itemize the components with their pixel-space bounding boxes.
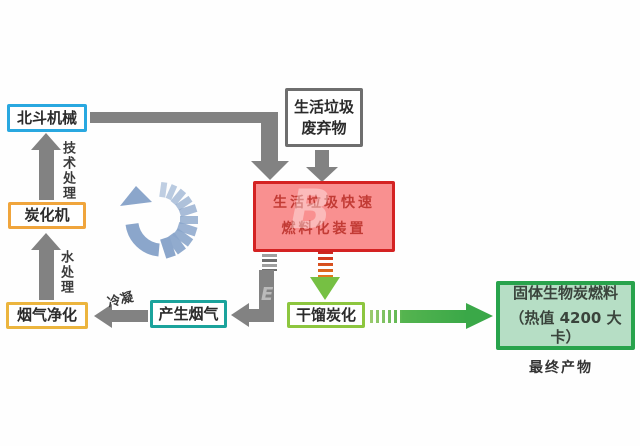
arrow-green-striped-segment bbox=[370, 310, 404, 323]
arrowhead-up-water bbox=[31, 233, 61, 250]
connector-device-to-gas-striped bbox=[262, 249, 277, 271]
connector-device-to-gas-horizontal bbox=[248, 309, 266, 322]
arrowhead-down-into-device-left bbox=[251, 161, 289, 180]
node-household-waste: 生活垃圾 废弃物 bbox=[285, 88, 363, 147]
node-dry-distillation-carbonization: 干馏炭化 bbox=[287, 302, 365, 328]
arrow-shaft-water bbox=[39, 249, 54, 300]
arrow-shaft-tech bbox=[39, 149, 54, 200]
node-produced-flue-gas-label: 产生烟气 bbox=[158, 304, 219, 323]
node-carbonizer-label: 炭化机 bbox=[24, 206, 70, 225]
connector-device-to-ganliu-striped bbox=[318, 251, 333, 278]
edge-label-water-processing: 水处理 bbox=[58, 250, 73, 295]
arrow-shaft-waste-to-device bbox=[315, 150, 329, 168]
node-flue-gas-purification: 烟气净化 bbox=[6, 302, 88, 329]
arrowhead-down-into-ganliu bbox=[310, 277, 340, 300]
node-dry-distillation-label: 干馏炭化 bbox=[295, 305, 356, 324]
node-fuelization-device: B 生活垃圾快速 燃料化装置 bbox=[253, 178, 395, 252]
node-fuelization-device-line2: 燃料化装置 bbox=[281, 221, 367, 237]
arrow-green-shaft bbox=[402, 310, 467, 323]
node-fuelization-device-line1: 生活垃圾快速 bbox=[273, 194, 375, 211]
edge-label-tech-processing: 技术处理 bbox=[60, 141, 75, 201]
final-product-caption: 最终产物 bbox=[529, 360, 593, 376]
arrow-shaft-condense bbox=[111, 310, 148, 322]
arrowhead-down-into-device-right bbox=[306, 167, 338, 182]
node-produced-flue-gas: 产生烟气 bbox=[150, 300, 227, 328]
node-flue-gas-purification-label: 烟气净化 bbox=[16, 306, 77, 325]
node-solid-biochar-line1: 固体生物炭燃料 bbox=[512, 284, 618, 303]
connector-beidou-to-device-horizontal bbox=[90, 112, 278, 123]
node-solid-biochar-line2: （热值 4200 大卡） bbox=[509, 309, 622, 346]
edge-label-condense: 冷凝 bbox=[106, 290, 135, 311]
node-carbonizer: 炭化机 bbox=[8, 202, 86, 229]
node-beidou-label: 北斗机械 bbox=[16, 108, 77, 127]
node-beidou-machinery: 北斗机械 bbox=[7, 104, 87, 132]
arrowhead-up-tech bbox=[31, 133, 61, 150]
arrowhead-left-condense bbox=[94, 304, 112, 328]
circular-arrow-logo bbox=[120, 181, 198, 259]
connector-beidou-to-device-vertical bbox=[261, 112, 278, 162]
arrowhead-right-into-final bbox=[466, 303, 493, 329]
node-solid-biochar-fuel: 固体生物炭燃料 （热值 4200 大卡） bbox=[496, 281, 635, 350]
node-household-waste-line1: 生活垃圾 bbox=[293, 97, 354, 116]
arrowhead-left-into-gas bbox=[231, 303, 249, 327]
node-household-waste-line2: 废弃物 bbox=[301, 118, 347, 137]
